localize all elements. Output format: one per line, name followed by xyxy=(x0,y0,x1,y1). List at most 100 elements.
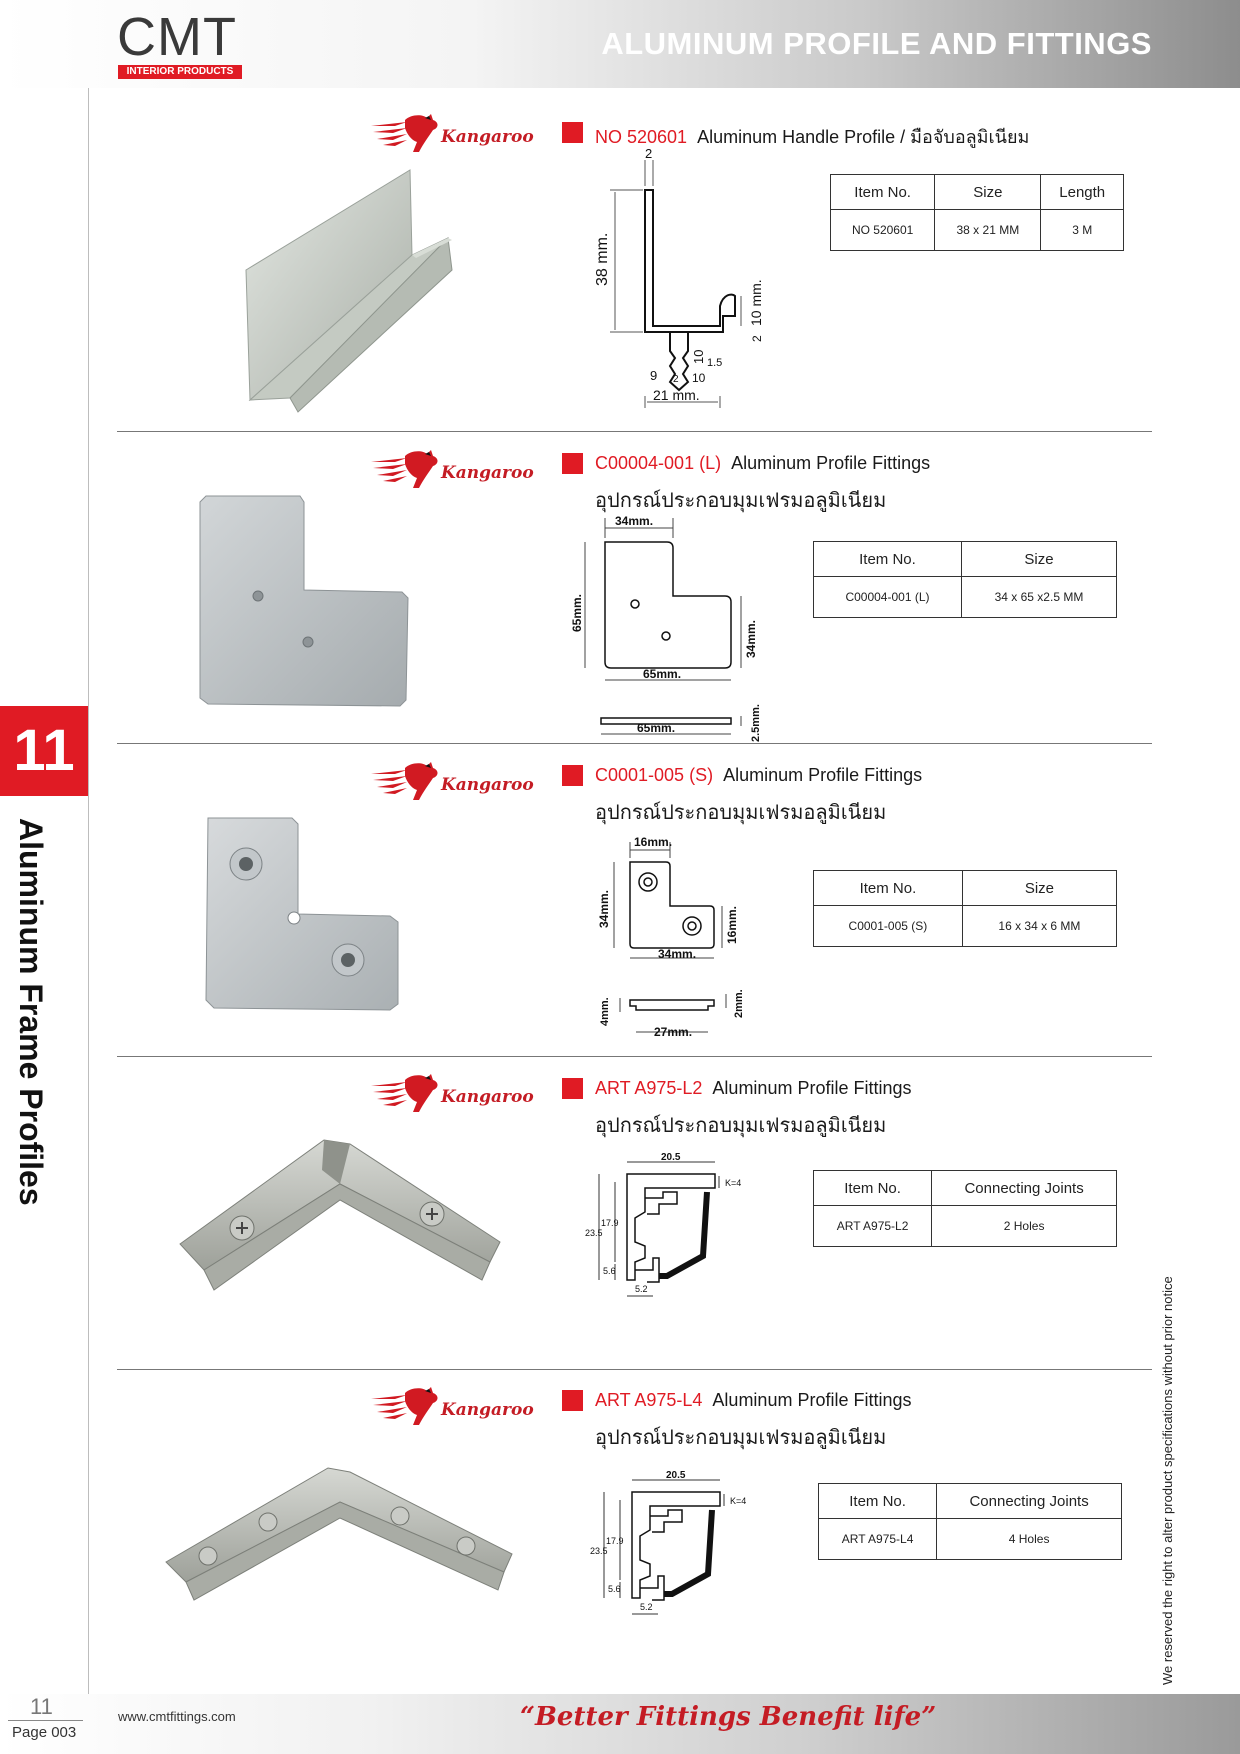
dim-top: 16mm. xyxy=(634,835,672,849)
product-name: Aluminum Profile Fittings xyxy=(731,453,931,473)
rights-notice: We reserved the right to alter product s… xyxy=(1160,1276,1175,1685)
logo-subtitle: INTERIOR PRODUCTS xyxy=(118,65,242,79)
section-marker xyxy=(562,1390,583,1411)
l-bracket-drawing: 34mm. 65mm. 34mm. 65mm. 65mm. 2.5mm. xyxy=(570,514,762,742)
table-row: C0001-005 (S) 16 x 34 x 6 MM xyxy=(813,905,1118,947)
dim-right: 2 xyxy=(750,335,764,342)
dim-top: 20.5 xyxy=(666,1470,686,1481)
dim-outer: 23.5 xyxy=(590,1546,608,1556)
col-header: Connecting Joints xyxy=(931,1170,1117,1206)
kangaroo-brand-logo: Kangaroo xyxy=(371,1387,534,1425)
dim-width: 21 mm. xyxy=(653,387,700,403)
page-title: ALUMINUM PROFILE AND FITTINGS xyxy=(601,26,1152,61)
cell-size: 34 x 65 x2.5 MM xyxy=(960,576,1118,618)
product-title: C0001-005 (S)Aluminum Profile Fittings xyxy=(595,765,922,786)
col-header: Item No. xyxy=(813,870,963,906)
kangaroo-brand-logo: Kangaroo xyxy=(371,1074,534,1112)
col-header: Item No. xyxy=(829,174,936,210)
product-code: ART A975-L2 xyxy=(595,1078,703,1098)
dim-k: K=4 xyxy=(725,1178,741,1188)
brand-text: Kangaroo xyxy=(440,1087,534,1107)
product-name: Aluminum Handle Profile / มือจับอลูมิเนี… xyxy=(697,127,1030,147)
dim-height: 38 mm. xyxy=(595,233,611,286)
cell-item: ART A975-L4 xyxy=(817,1518,938,1560)
dim-k: K=4 xyxy=(730,1496,746,1506)
dim-side-width: 65mm. xyxy=(637,721,675,735)
handle-profile-drawing: 2 38 mm. 10 mm. 2 10 1.5 9 2 10 21 mm. xyxy=(595,146,764,408)
product-name-thai: อุปกรณ์ประกอบมุมเฟรมอลูมิเนียม xyxy=(595,1427,887,1449)
a975-l4-photo xyxy=(165,1467,513,1601)
cell-item: C00004-001 (L) xyxy=(813,576,962,618)
kangaroo-brand-logo: Kangaroo xyxy=(371,450,534,488)
dim-top: 34mm. xyxy=(615,514,653,528)
section-divider xyxy=(117,1056,1152,1057)
kangaroo-brand-logo: Kangaroo xyxy=(371,762,534,800)
cell-item: NO 520601 xyxy=(829,209,936,251)
table-row: NO 520601 38 x 21 MM 3 M xyxy=(829,209,1124,251)
dim-outer: 23.5 xyxy=(585,1228,603,1238)
product-name: Aluminum Profile Fittings xyxy=(712,1390,912,1410)
spec-table-520601: Item No. Size Length NO 520601 38 x 21 M… xyxy=(829,174,1124,251)
table-row: ART A975-L2 2 Holes xyxy=(812,1205,1117,1247)
chapter-number-badge: 11 xyxy=(0,706,88,796)
dim-b1: 9 xyxy=(650,368,657,383)
spec-table-c00004: Item No. Size C00004-001 (L) 34 x 65 x2.… xyxy=(813,541,1118,618)
small-l-bracket-drawing: 16mm. 34mm. 16mm. 34mm. 4mm. 2mm. 27mm. xyxy=(597,835,745,1039)
col-header: Item No. xyxy=(813,541,962,577)
col-header: Length xyxy=(1040,174,1124,210)
product-name: Aluminum Profile Fittings xyxy=(723,765,923,785)
left-divider xyxy=(88,88,89,1703)
cell-size: 38 x 21 MM xyxy=(934,209,1042,251)
section-divider xyxy=(117,743,1152,744)
dim-b2: 2 xyxy=(673,374,679,385)
dim-stem: 10 xyxy=(691,350,706,364)
dim-right: 34mm. xyxy=(744,620,758,658)
cell-item: C0001-005 (S) xyxy=(813,905,963,947)
page-label: Page 003 xyxy=(12,1724,77,1741)
page-number-rule xyxy=(8,1720,83,1721)
cell-joints: 2 Holes xyxy=(931,1205,1117,1247)
product-name-thai: อุปกรณ์ประกอบมุมเฟรมอลูมิเนียม xyxy=(595,1115,887,1137)
brand-text: Kangaroo xyxy=(440,127,534,147)
section-marker xyxy=(562,1078,583,1099)
col-header: Size xyxy=(960,541,1118,577)
dim-bottom: 5.2 xyxy=(640,1602,653,1612)
col-header: Connecting Joints xyxy=(936,1483,1122,1519)
product-title: NO 520601 Aluminum Handle Profile / มือจั… xyxy=(595,122,1029,151)
col-header: Item No. xyxy=(817,1483,938,1519)
a975-l2-drawing: 20.5 K=4 23.5 17.9 5.6 5.2 xyxy=(585,1152,741,1297)
brand-text: Kangaroo xyxy=(440,775,534,795)
dim-bottom: 65mm. xyxy=(643,667,681,681)
table-row: C00004-001 (L) 34 x 65 x2.5 MM xyxy=(813,576,1118,618)
handle-profile-photo xyxy=(245,169,453,413)
page-header: CMT INTERIOR PRODUCTS ALUMINUM PROFILE A… xyxy=(0,0,1240,88)
a975-l2-photo xyxy=(179,1139,501,1291)
chapter-title: Aluminum Frame Profiles xyxy=(13,818,49,1206)
l-bracket-photo xyxy=(199,495,409,707)
dim-b3: 10 xyxy=(692,371,706,385)
dim-side-thickness: 2.5mm. xyxy=(750,704,762,742)
section-marker xyxy=(562,122,583,143)
dim-left: 34mm. xyxy=(597,890,611,928)
brand-text: Kangaroo xyxy=(440,463,534,483)
product-code: NO 520601 xyxy=(595,127,688,147)
dim-top: 2 xyxy=(645,146,652,161)
dim-inner: 17.9 xyxy=(601,1218,619,1228)
dim-left: 65mm. xyxy=(570,594,584,632)
spec-table-c0001: Item No. Size C0001-005 (S) 16 x 34 x 6 … xyxy=(813,870,1118,947)
brand-text: Kangaroo xyxy=(440,1400,534,1420)
page-number: 11 xyxy=(30,1694,53,1719)
website-link[interactable]: www.cmtfittings.com xyxy=(118,1709,236,1724)
small-l-bracket-photo xyxy=(205,817,399,1011)
a975-l4-drawing: 20.5 K=4 23.5 17.9 5.6 5.2 xyxy=(590,1470,746,1615)
dim-bottom: 34mm. xyxy=(658,947,696,961)
dim-lip: 10 mm. xyxy=(748,279,764,326)
product-name-thai: อุปกรณ์ประกอบมุมเฟรมอลูมิเนียม xyxy=(595,802,887,824)
col-header: Size xyxy=(934,174,1042,210)
col-header: Item No. xyxy=(812,1170,933,1206)
cell-item: ART A975-L2 xyxy=(812,1205,933,1247)
section-marker xyxy=(562,453,583,474)
section-marker xyxy=(562,765,583,786)
